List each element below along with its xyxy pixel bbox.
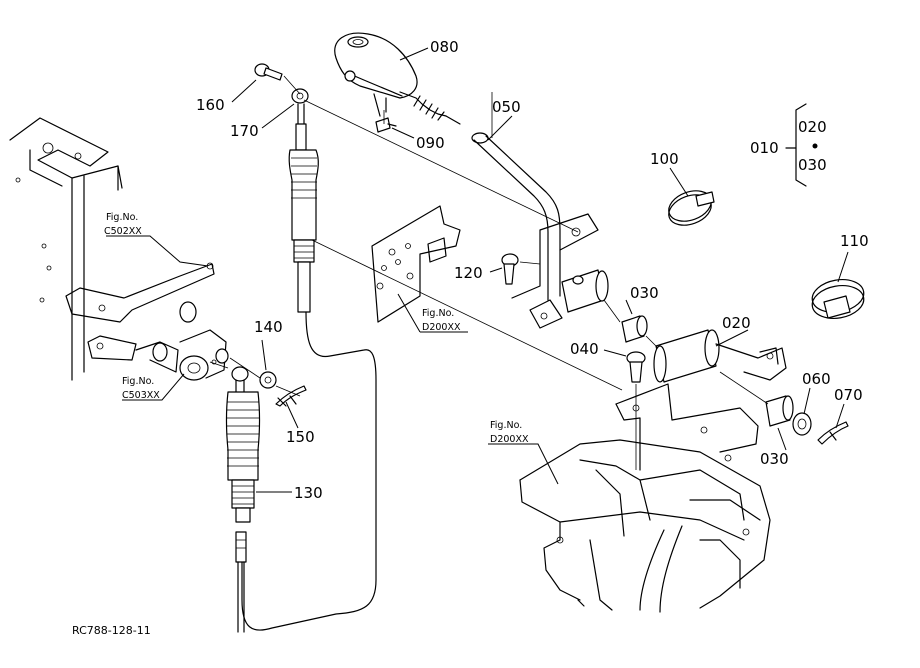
cable-130 bbox=[225, 366, 261, 633]
label-100: 100 bbox=[650, 150, 679, 168]
washer-140 bbox=[259, 371, 277, 389]
bolt-160 bbox=[254, 63, 283, 81]
label-150: 150 bbox=[286, 428, 315, 446]
label-050: 050 bbox=[492, 98, 521, 116]
bushing-030-upper bbox=[621, 315, 648, 343]
label-010: 010 bbox=[750, 139, 779, 157]
bracket-010 bbox=[785, 103, 818, 187]
label-170: 170 bbox=[230, 122, 259, 140]
label-120: 120 bbox=[454, 264, 483, 282]
plate-bracket bbox=[371, 205, 461, 323]
label-140: 140 bbox=[254, 318, 283, 336]
bolt-040 bbox=[626, 351, 646, 383]
part-labels: 080 160 170 090 050 100 010 020 030 110 … bbox=[196, 38, 869, 502]
label-090: 090 bbox=[416, 134, 445, 152]
shift-knob bbox=[334, 32, 461, 125]
label-030-lower: 030 bbox=[760, 450, 789, 468]
clamp-100 bbox=[668, 190, 715, 226]
ref-d200-lower-code: D200XX bbox=[490, 434, 529, 445]
label-060: 060 bbox=[802, 370, 831, 388]
screw-090 bbox=[375, 117, 397, 133]
shaft-020 bbox=[653, 329, 787, 383]
label-040: 040 bbox=[570, 340, 599, 358]
figure-references: Fig.No. C502XX Fig.No. C503XX Fig.No. D2… bbox=[104, 212, 529, 445]
lower-housing bbox=[519, 383, 771, 613]
ref-d200-upper-label: Fig.No. bbox=[422, 308, 454, 319]
ref-c502-label: Fig.No. bbox=[106, 212, 138, 223]
bushing-030-lower bbox=[765, 395, 794, 427]
ref-d200-lower-label: Fig.No. bbox=[490, 420, 522, 431]
ref-c503-label: Fig.No. bbox=[122, 376, 154, 387]
left-frame bbox=[9, 117, 229, 381]
leader-lines bbox=[106, 47, 849, 493]
ref-c503-code: C503XX bbox=[122, 390, 160, 401]
label-020: 020 bbox=[722, 314, 751, 332]
label-110: 110 bbox=[840, 232, 869, 250]
pin-150 bbox=[275, 385, 307, 407]
ref-d200-upper-code: D200XX bbox=[422, 322, 461, 333]
label-030-top: 030 bbox=[798, 156, 827, 174]
label-080: 080 bbox=[430, 38, 459, 56]
washer-060 bbox=[792, 412, 812, 436]
pin-070 bbox=[817, 421, 849, 445]
drawing-code: RC788-128-11 bbox=[72, 624, 151, 637]
label-130: 130 bbox=[294, 484, 323, 502]
label-030-upper: 030 bbox=[630, 284, 659, 302]
shift-lever bbox=[471, 132, 609, 329]
band-110 bbox=[811, 279, 865, 319]
label-160: 160 bbox=[196, 96, 225, 114]
bolt-120 bbox=[501, 253, 519, 285]
label-070: 070 bbox=[834, 386, 863, 404]
ref-c502-code: C502XX bbox=[104, 226, 142, 237]
label-020-top: 020 bbox=[798, 118, 827, 136]
upper-cable bbox=[241, 88, 377, 631]
assembly-lines bbox=[209, 75, 769, 470]
